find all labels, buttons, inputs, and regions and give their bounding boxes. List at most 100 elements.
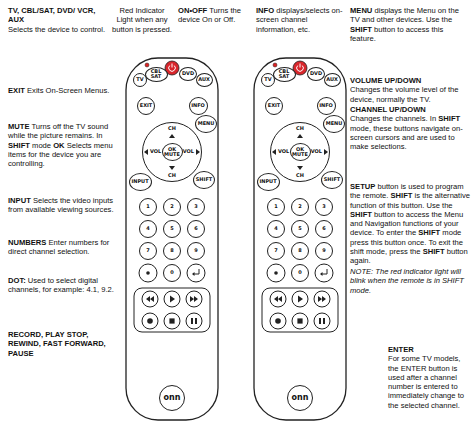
callout-text: MUTE Turns off the TV sound while the pi… — [8, 122, 124, 168]
arrow-right — [196, 149, 200, 155]
dot-button — [139, 264, 157, 282]
transport-button — [186, 291, 202, 307]
button-label: AUX — [198, 77, 210, 82]
enter-button — [315, 264, 333, 282]
transport-button — [142, 291, 158, 307]
remote-button: INPUT — [257, 173, 280, 191]
button-label: INPUT — [131, 179, 148, 184]
callout-heading: SHIFT — [350, 25, 372, 34]
callout-text: VOLUME UP/DOWNChanges the volume level o… — [350, 76, 470, 104]
stop-symbol — [169, 318, 174, 323]
callout-description: Selects the device to control. — [8, 25, 105, 34]
transport-button — [292, 313, 308, 329]
button-label: TV — [136, 77, 143, 82]
remote-button: 9 — [187, 242, 205, 260]
remote-button: INFO — [189, 97, 208, 115]
callout-text: DOT: Used to select digital channels, fo… — [8, 276, 120, 295]
stop-symbol — [297, 318, 302, 323]
button-label: SHIFT — [324, 177, 340, 182]
button-label: 5 — [298, 226, 301, 231]
indicator-light — [273, 63, 277, 67]
button-label: DVD — [182, 71, 194, 76]
direction-pad: CHVOLVOLCHOK MUTE — [270, 122, 330, 182]
remote-button: 3 — [315, 198, 333, 216]
brand-logo: onn — [159, 385, 185, 411]
callout-heading: MENU — [350, 6, 372, 15]
callout-heading: TV, CBL/SAT, DVD/ VCR, AUX — [8, 6, 108, 25]
remote-button: OK MUTE — [290, 143, 311, 161]
callout-text: SETUP button is used to program the remo… — [350, 182, 470, 265]
direction-pad: CHVOLVOLCHOK MUTE — [142, 122, 202, 182]
button-label: CH — [296, 173, 304, 178]
arrow-up — [297, 134, 303, 138]
remote-button: 6 — [315, 220, 333, 238]
button-label: 6 — [322, 226, 325, 231]
button-label: TV — [264, 77, 271, 82]
button-label: onn — [292, 394, 309, 402]
button-label: 5 — [170, 226, 173, 231]
callout-heading: SETUP — [350, 182, 375, 191]
remote-button: 5 — [163, 220, 181, 238]
button-label: CBL SAT — [147, 69, 165, 80]
button-label: OK MUTE — [163, 147, 182, 158]
play-symbol — [298, 296, 303, 303]
transport-button — [314, 291, 330, 307]
dot-symbol — [274, 271, 278, 275]
remote-button: AUX — [324, 73, 341, 87]
pause-symbol — [191, 318, 193, 324]
button-label: 3 — [194, 204, 197, 209]
button-label: 9 — [194, 248, 197, 253]
remote-body — [126, 58, 218, 420]
remote-button: DVD — [179, 67, 197, 81]
power-symbol — [172, 64, 173, 68]
button-label: 8 — [298, 248, 301, 253]
button-label: 4 — [146, 226, 149, 231]
remote-button: 1 — [139, 198, 157, 216]
fast-forward-symbol — [190, 296, 198, 302]
button-label: 7 — [274, 248, 277, 253]
button-label: INFO — [191, 103, 205, 108]
arrow-left — [144, 149, 148, 155]
callout-heading: INPUT — [8, 196, 31, 205]
rewind-symbol — [146, 296, 154, 302]
callout-description: Exits On-Screen Menus. — [27, 86, 109, 95]
button-label: VOL — [183, 149, 194, 154]
button-label: 0 — [170, 270, 173, 275]
remote-button: 1 — [267, 198, 285, 216]
transport-button — [314, 313, 330, 329]
remote-button: SHIFT — [193, 171, 215, 189]
arrow-down — [169, 166, 175, 170]
transport-button — [164, 291, 180, 307]
callout-description: mode, these buttons navigate on-screen c… — [350, 124, 463, 152]
button-label: 7 — [146, 248, 149, 253]
callout-text: NOTE: The red indicator light will blink… — [350, 267, 470, 295]
callout-text: INPUT Selects the video inputs from avai… — [8, 196, 120, 215]
button-label: VOL — [311, 149, 322, 154]
transport-button — [270, 313, 286, 329]
callout-text: TV, CBL/SAT, DVD/ VCR, AUXSelects the de… — [8, 6, 108, 34]
callout-heading: SHIFT — [391, 191, 413, 200]
callout-text: NUMBERS Enter numbers for direct channel… — [8, 238, 120, 257]
callout-text: Red Indicator Light when any button is p… — [112, 6, 172, 34]
remote-button: MENU — [323, 115, 345, 133]
indicator-light — [145, 63, 149, 67]
remote-button: 6 — [187, 220, 205, 238]
button-label: VOL — [278, 149, 289, 154]
callout-heading: SHIFT — [423, 247, 445, 256]
button-label: AUX — [326, 77, 338, 82]
remote-button: EXIT — [265, 97, 283, 115]
remote-button: 4 — [139, 220, 157, 238]
remote-button: 3 — [187, 198, 205, 216]
power-symbol — [300, 64, 301, 68]
callout-heading: SHIFT — [350, 210, 372, 219]
button-label: MENU — [198, 121, 215, 126]
arrow-right — [324, 149, 328, 155]
button-label: VOL — [150, 149, 161, 154]
pause-symbol — [195, 318, 197, 324]
button-label: OK MUTE — [291, 147, 310, 158]
callout-heading: VOLUME UP/DOWN — [350, 76, 470, 85]
dot-button — [267, 264, 285, 282]
button-label: 1 — [146, 204, 149, 209]
callout-description: Changes the volume level of the device, … — [350, 85, 459, 103]
button-label: EXIT — [140, 103, 153, 108]
